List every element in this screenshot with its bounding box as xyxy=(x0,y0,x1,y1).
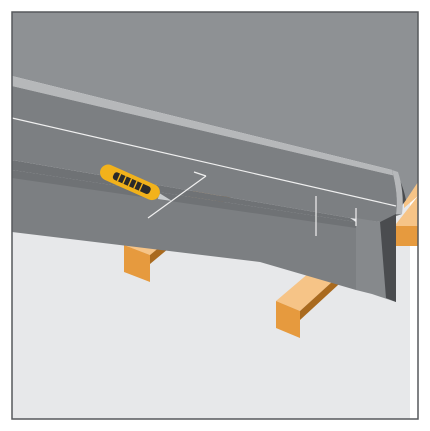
roof-membrane-front xyxy=(12,86,402,222)
membrane-apron xyxy=(12,170,356,290)
utility-knife-icon xyxy=(100,164,173,202)
membrane-corner-flap xyxy=(356,214,396,302)
cut-guide-lines xyxy=(11,117,397,236)
membrane-highlight xyxy=(12,76,396,176)
illustration-frame xyxy=(11,11,419,420)
apron-shadow xyxy=(12,170,356,228)
membrane-lower-shadow xyxy=(12,160,356,222)
roof-membrane-top xyxy=(12,12,418,200)
membrane-rolled-edge xyxy=(392,170,406,214)
